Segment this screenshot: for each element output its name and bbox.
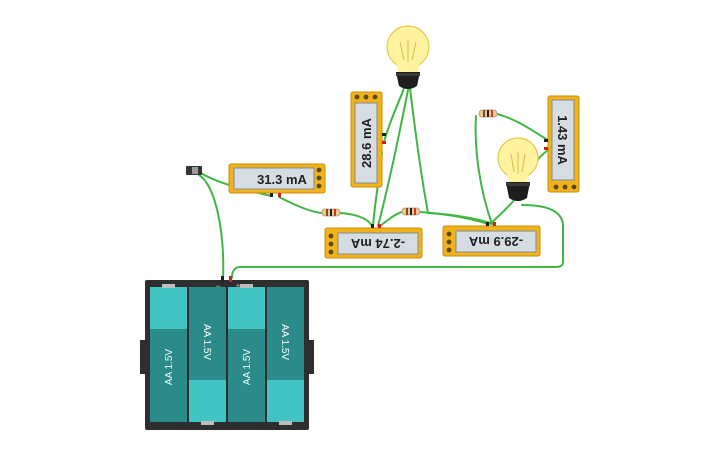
bulb-right[interactable] [497,137,539,201]
battery-pack[interactable]: − + AA 1.5V AA 1.5V AA 1.5V AA 1 [140,276,314,430]
resistor-middle[interactable] [401,207,421,216]
meter-vertical-middle[interactable]: 28.6 mA [350,91,386,188]
battery-cell-1: AA 1.5V [150,284,187,422]
wire-right-node-to-resistor[interactable] [474,115,493,225]
battery-cell-2-label: AA 1.5V [201,324,212,360]
meter-bottom-middle-reading: -2.74 mA [350,236,405,251]
meter-bottom-right[interactable]: -29.9 mA [442,222,541,257]
bulb-top[interactable] [386,25,430,89]
battery-cell-3-label: AA 1.5V [242,349,253,385]
wire-right-node-to-bulb[interactable] [489,197,517,225]
wire-bulb-top-down[interactable] [409,87,429,214]
resistor-right[interactable] [478,109,498,118]
wire-switch-to-battery[interactable] [198,174,225,281]
battery-cell-2: AA 1.5V [189,287,226,425]
wires [198,87,564,281]
wire-bulb-top-to-vmeter[interactable] [383,87,405,143]
meter-vertical-right-reading: 1.43 mA [555,115,570,165]
battery-cell-1-label: AA 1.5V [164,349,175,385]
wire-node-to-bulb-top[interactable] [377,89,409,227]
wire-resistor-left-to-node[interactable] [339,212,373,227]
meter-bottom-middle[interactable]: -2.74 mA [324,224,423,259]
meter-top-left[interactable]: 31.3 mA [228,163,326,197]
wire-node-to-resistor-mid[interactable] [379,211,403,227]
wire-bulb-to-return[interactable] [231,204,564,279]
resistor-left[interactable] [321,208,341,217]
battery-cell-3: AA 1.5V [228,284,265,422]
battery-plus-label: + [235,281,240,291]
meter-bottom-right-reading: -29.9 mA [468,234,523,249]
wire-resistor-right-to-meter[interactable] [496,113,549,141]
battery-cell-4: AA 1.5V [267,287,304,425]
slide-switch[interactable] [186,166,202,175]
meter-top-left-reading: 31.3 mA [257,172,307,187]
wire-meter-to-resistor-left[interactable] [278,196,323,214]
battery-cell-4-label: AA 1.5V [279,324,290,360]
meter-vertical-right[interactable]: 1.43 mA [544,95,580,193]
meter-vertical-middle-reading: 28.6 mA [359,117,374,167]
battery-minus-label: − [215,281,220,291]
